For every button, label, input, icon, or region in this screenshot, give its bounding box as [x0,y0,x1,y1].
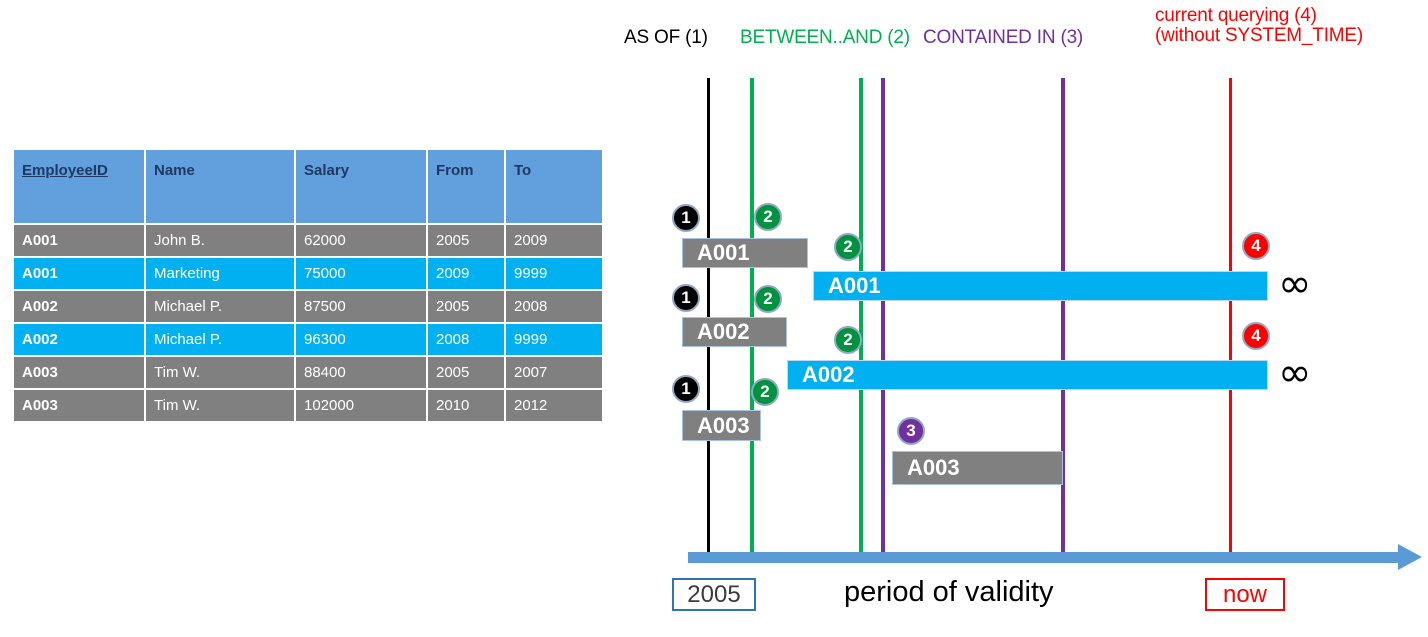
query-line-contained-end [1061,78,1065,560]
table-body: A001 John B. 62000 2005 2009 A001 Market… [14,225,602,421]
cell-from: 2010 [428,390,504,421]
timeline-bar-a002-current: A002 [787,360,1268,390]
column-header-from: From [428,150,504,223]
table-row: A003 Tim W. 102000 2010 2012 [14,390,602,421]
timeline-diagram: AS OF (1) BETWEEN..AND (2) CONTAINED IN … [610,0,1428,637]
marker-3-a003[interactable]: 3 [897,417,925,445]
table-header-row: EmployeeID Name Salary From To [14,150,602,223]
table-row: A001 Marketing 75000 2009 9999 [14,258,602,289]
marker-1-a001[interactable]: 1 [672,204,700,232]
timeline-bar-label: A003 [697,412,750,438]
cell-from: 2005 [428,357,504,388]
marker-2-a001-start[interactable]: 2 [754,203,782,231]
legend-current-querying-line1: current querying (4) [1155,5,1317,26]
timeline-axis [688,552,1400,563]
query-line-now [1229,78,1232,560]
cell-name: Michael P. [146,324,294,355]
axis-start-label: 2005 [672,578,756,611]
cell-employeeid: A001 [14,258,144,289]
table-row: A003 Tim W. 88400 2005 2007 [14,357,602,388]
table-row: A002 Michael P. 87500 2005 2008 [14,291,602,322]
legend-between-and: BETWEEN..AND (2) [740,27,910,48]
cell-to: 2007 [506,357,602,388]
legend-as-of: AS OF (1) [624,27,708,48]
marker-4-a001[interactable]: 4 [1242,232,1270,260]
table-row: A002 Michael P. 96300 2008 9999 [14,324,602,355]
cell-to: 9999 [506,258,602,289]
cell-employeeid: A002 [14,324,144,355]
cell-employeeid: A003 [14,390,144,421]
timeline-bar-label: A002 [697,319,750,344]
cell-name: Tim W. [146,390,294,421]
marker-1-a003[interactable]: 1 [672,375,700,403]
cell-name: Michael P. [146,291,294,322]
axis-now-label: now [1205,578,1285,611]
cell-from: 2005 [428,225,504,256]
column-header-salary: Salary [296,150,426,223]
cell-salary: 88400 [296,357,426,388]
timeline-bar-a003-second: A003 [892,451,1063,485]
marker-2-a002-start[interactable]: 2 [754,285,782,313]
cell-employeeid: A002 [14,291,144,322]
cell-salary: 75000 [296,258,426,289]
marker-2-a002-end[interactable]: 2 [834,326,862,354]
legend-contained-in: CONTAINED IN (3) [923,27,1084,48]
cell-salary: 102000 [296,390,426,421]
marker-1-a002[interactable]: 1 [672,284,700,312]
cell-salary: 96300 [296,324,426,355]
cell-salary: 87500 [296,291,426,322]
cell-to: 2009 [506,225,602,256]
timeline-bar-a002-historical: A002 [682,317,787,347]
timeline-bar-label: A001 [697,240,750,265]
cell-to: 2012 [506,390,602,421]
timeline-axis-arrow-icon [1398,544,1422,570]
cell-from: 2009 [428,258,504,289]
timeline-bar-label: A001 [828,273,881,298]
timeline-bar-label: A003 [907,455,960,480]
table-row: A001 John B. 62000 2005 2009 [14,225,602,256]
timeline-bar-a001-current: A001 [813,271,1268,301]
cell-salary: 62000 [296,225,426,256]
timeline-bar-a003-first: A003 [682,410,761,441]
cell-name: Tim W. [146,357,294,388]
marker-2-a001-end[interactable]: 2 [834,233,862,261]
marker-4-a002[interactable]: 4 [1242,322,1270,350]
axis-caption: period of validity [844,576,1054,608]
infinity-icon: ∞ [1278,261,1312,307]
cell-name: Marketing [146,258,294,289]
table-header: EmployeeID Name Salary From To [14,150,602,223]
cell-employeeid: A001 [14,225,144,256]
marker-2-a003[interactable]: 2 [751,378,779,406]
cell-to: 9999 [506,324,602,355]
employee-temporal-table: EmployeeID Name Salary From To A001 John… [12,148,604,423]
column-header-employeeid: EmployeeID [14,150,144,223]
column-header-name: Name [146,150,294,223]
query-line-contained-start [881,78,885,560]
timeline-bar-a001-historical: A001 [682,238,808,268]
legend-current-querying-line2: (without SYSTEM_TIME) [1155,24,1364,46]
timeline-bar-label: A002 [802,362,855,387]
cell-to: 2008 [506,291,602,322]
cell-from: 2005 [428,291,504,322]
infinity-icon: ∞ [1278,350,1312,396]
column-header-to: To [506,150,602,223]
query-line-between-end [859,78,863,560]
cell-from: 2008 [428,324,504,355]
cell-employeeid: A003 [14,357,144,388]
cell-name: John B. [146,225,294,256]
legend-current-querying: current querying (4) (without SYSTEM_TIM… [1155,6,1363,46]
